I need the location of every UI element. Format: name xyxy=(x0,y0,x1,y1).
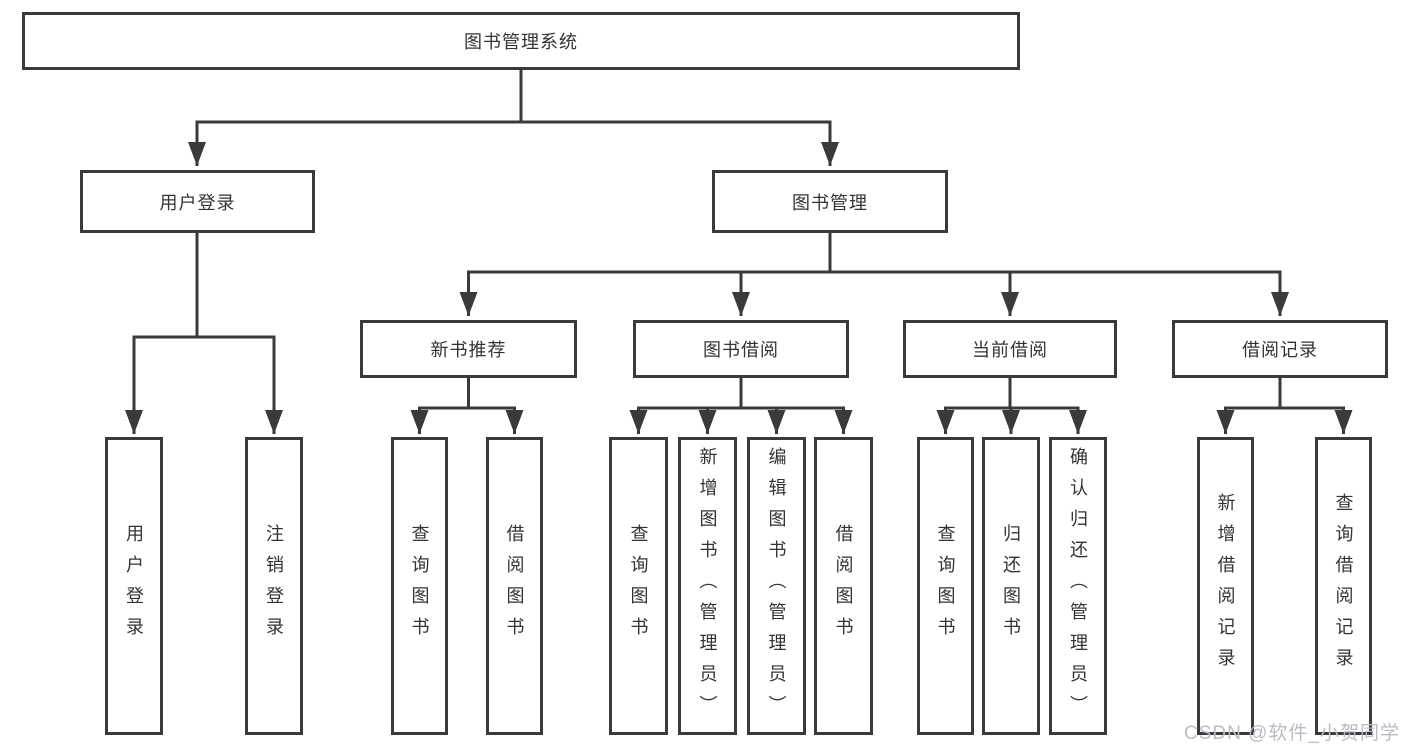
leaf-query-books: 查询图书 xyxy=(609,437,668,735)
node-label: 当前借阅 xyxy=(972,340,1048,360)
leaf-user-login: 用户登录 xyxy=(105,437,163,735)
node-label: 查询图书 xyxy=(628,524,649,648)
node-label: 图书管理系统 xyxy=(464,32,578,52)
node-label: 查询图书 xyxy=(409,524,430,648)
node-label: 注销登录 xyxy=(264,524,284,648)
node-book-borrowing: 图书借阅 xyxy=(633,320,849,378)
leaf-edit-books-admin: 编辑图书（管理员） xyxy=(747,437,806,735)
leaf-add-books-admin: 新增图书（管理员） xyxy=(678,437,737,735)
node-label: 确认归还（管理员） xyxy=(1068,446,1088,726)
node-label: 查询借阅记录 xyxy=(1333,493,1354,679)
node-label: 查询图书 xyxy=(935,524,956,648)
node-label: 图书管理 xyxy=(792,192,868,213)
leaf-return-books: 归还图书 xyxy=(982,437,1040,735)
leaf-query-borrow-record: 查询借阅记录 xyxy=(1315,437,1372,735)
leaf-logout: 注销登录 xyxy=(245,437,303,735)
leaf-query-books: 查询图书 xyxy=(391,437,448,735)
node-label: 新增借阅记录 xyxy=(1215,493,1236,679)
node-book-management: 图书管理 xyxy=(712,170,948,233)
node-label: 借阅记录 xyxy=(1242,340,1318,360)
leaf-query-books: 查询图书 xyxy=(917,437,974,735)
node-label: 编辑图书（管理员） xyxy=(766,446,787,726)
node-borrowing-records: 借阅记录 xyxy=(1172,320,1388,378)
node-label: 用户登录 xyxy=(159,192,236,213)
node-label: 归还图书 xyxy=(1001,524,1021,648)
node-label: 借阅图书 xyxy=(833,524,854,648)
node-current-borrowing: 当前借阅 xyxy=(903,320,1117,378)
leaf-confirm-return-admin: 确认归还（管理员） xyxy=(1049,437,1107,735)
node-library-management-system: 图书管理系统 xyxy=(22,12,1020,70)
leaf-add-borrow-record: 新增借阅记录 xyxy=(1197,437,1254,735)
node-label: 用户登录 xyxy=(124,524,144,648)
leaf-borrow-books: 借阅图书 xyxy=(486,437,543,735)
node-new-book-recommendation: 新书推荐 xyxy=(360,320,577,378)
leaf-borrow-books: 借阅图书 xyxy=(814,437,873,735)
node-label: 新增图书（管理员） xyxy=(697,446,718,726)
node-user-login: 用户登录 xyxy=(80,170,315,233)
node-label: 图书借阅 xyxy=(703,340,779,360)
node-label: 借阅图书 xyxy=(504,524,525,648)
csdn-watermark: CSDN @软件_小贺同学 xyxy=(1184,723,1400,744)
node-label: 新书推荐 xyxy=(430,340,507,360)
